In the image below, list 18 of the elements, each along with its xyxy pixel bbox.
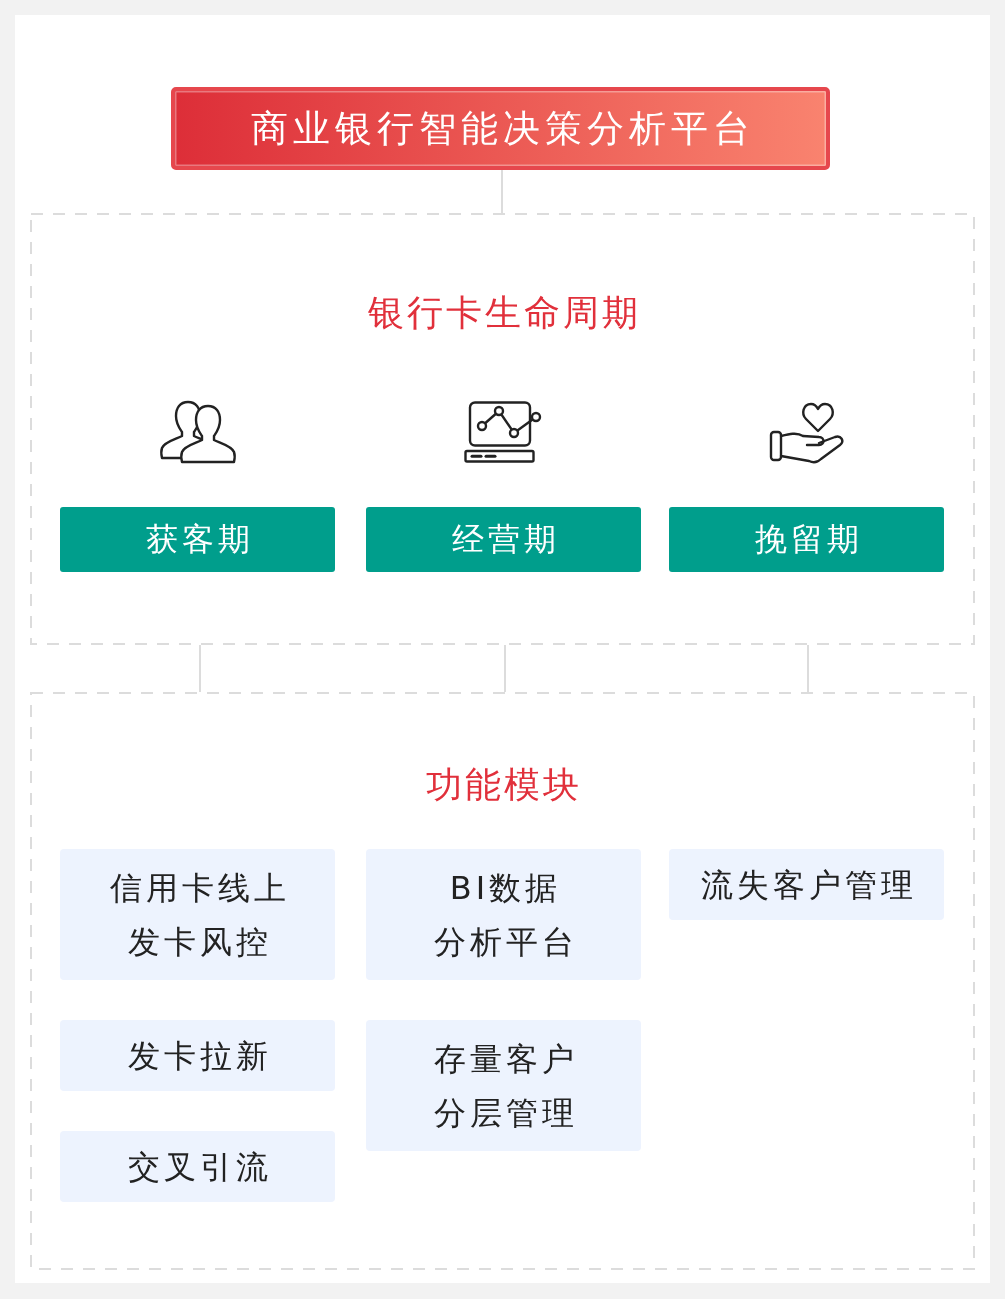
connector-line bbox=[504, 644, 506, 693]
connector-line bbox=[501, 169, 503, 214]
module-box: 信用卡线上发卡风控 bbox=[60, 849, 335, 980]
dashed-frame bbox=[30, 692, 975, 1270]
title-banner: 商业银行智能决策分析平台 bbox=[171, 87, 830, 170]
section-heading: 功能模块 bbox=[425, 763, 582, 807]
module-box: 存量客户分层管理 bbox=[366, 1020, 641, 1151]
module-box: 发卡拉新 bbox=[60, 1020, 335, 1091]
stage-box: 挽留期 bbox=[669, 507, 944, 572]
connector-line bbox=[199, 644, 201, 693]
module-box: 交叉引流 bbox=[60, 1131, 335, 1202]
stage-box: 获客期 bbox=[60, 507, 335, 572]
dashed-frame bbox=[30, 213, 975, 645]
section-heading: 银行卡生命周期 bbox=[366, 291, 641, 335]
stage-box: 经营期 bbox=[366, 507, 641, 572]
module-box: 流失客户管理 bbox=[669, 849, 944, 920]
module-box: BI数据分析平台 bbox=[366, 849, 641, 980]
connector-line bbox=[807, 644, 809, 693]
